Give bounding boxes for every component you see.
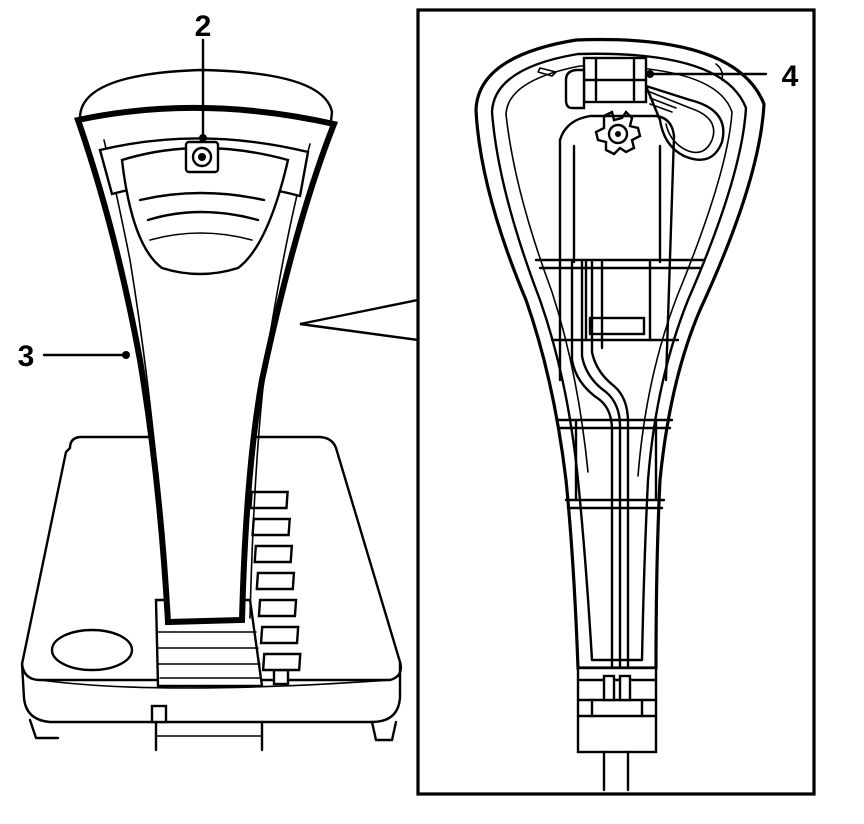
console-exterior-view: 2 3 [18, 10, 403, 752]
callout-label-4: 4 [782, 60, 799, 93]
lock-rod [570, 260, 630, 670]
shift-position-indicator [249, 490, 302, 672]
callout-label-3: 3 [18, 340, 35, 373]
button-assembly [537, 56, 725, 161]
callout-label-2: 2 [195, 10, 212, 43]
wire-loop [644, 84, 725, 161]
base-connector [576, 666, 658, 792]
knob-shell-inner [490, 52, 748, 662]
indicator-square [272, 668, 290, 686]
knob-cutaway-detail: 4 [416, 8, 816, 796]
cup-holder [50, 628, 134, 672]
knob-shell-outer [474, 37, 766, 670]
detail-pointer [299, 298, 420, 342]
shift-knob-exterior [74, 38, 339, 626]
internal-frame [534, 114, 706, 510]
console-base [20, 435, 403, 752]
